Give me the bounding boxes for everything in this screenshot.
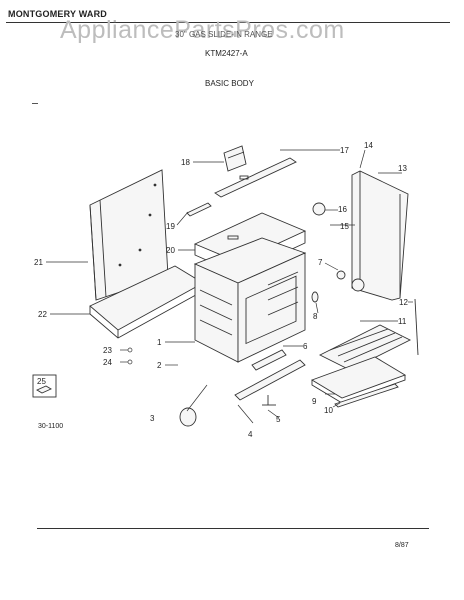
callout-22: 22: [38, 310, 47, 319]
callout-24: 24: [103, 358, 112, 367]
model-number: KTM2427-A: [205, 49, 248, 58]
part-bracket: [186, 202, 212, 217]
callout-10: 10: [324, 406, 333, 415]
callout-8: 8: [313, 312, 318, 321]
margin-tick: [32, 103, 38, 104]
callout-5: 5: [276, 415, 281, 424]
part-kick-panel: [234, 349, 306, 406]
part-knob: [179, 407, 197, 427]
part-spacer: [311, 291, 319, 303]
watermark: AppliancePartsPros.com: [60, 16, 345, 44]
part-side-rod: [414, 298, 419, 356]
part-cabinet-body: [193, 237, 307, 363]
callout-4: 4: [248, 430, 253, 439]
callout-1: 1: [157, 338, 162, 347]
part-clip: [336, 270, 346, 280]
part-oven-rack: [318, 324, 412, 371]
callout-16: 16: [338, 205, 347, 214]
callout-19: 19: [166, 222, 175, 231]
callout-20: 20: [166, 246, 175, 255]
callout-21: 21: [34, 258, 43, 267]
callout-23: 23: [103, 346, 112, 355]
callout-6: 6: [303, 342, 308, 351]
part-top-rail: [214, 157, 297, 198]
section-title: BASIC BODY: [205, 79, 254, 88]
callout-7: 7: [318, 258, 323, 267]
print-date: 8/87: [395, 542, 409, 549]
reference-code: 30-1100: [38, 423, 64, 430]
callout-9: 9: [312, 397, 317, 406]
callout-13: 13: [398, 164, 407, 173]
callout-25: 25: [37, 377, 46, 386]
part-side-panel: [89, 169, 169, 301]
callout-18: 18: [181, 158, 190, 167]
part-vent-cap: [223, 145, 247, 172]
callout-15: 15: [340, 222, 349, 231]
callout-17: 17: [340, 146, 349, 155]
part-detail-box: [32, 374, 57, 398]
callout-2: 2: [157, 361, 162, 370]
callout-labels: 18 17 14 13 19 16 20 21 15 7 22 1 2 23 2…: [34, 141, 408, 439]
part-bolt: [351, 278, 365, 292]
callout-11: 11: [398, 317, 407, 326]
part-valve: [312, 202, 326, 216]
header-rule: [6, 22, 450, 23]
part-broiler-insert: [334, 383, 399, 408]
callout-14: 14: [364, 141, 373, 150]
brand-name: MONTGOMERY WARD: [8, 9, 107, 19]
callout-leaders: [46, 149, 413, 424]
callout-12: 12: [399, 298, 408, 307]
footer-rule: [37, 528, 429, 529]
part-rear-panel: [351, 170, 409, 301]
range-subtitle: 30" GAS SLIDE-IN RANGE: [175, 30, 273, 39]
callout-3: 3: [150, 414, 155, 423]
